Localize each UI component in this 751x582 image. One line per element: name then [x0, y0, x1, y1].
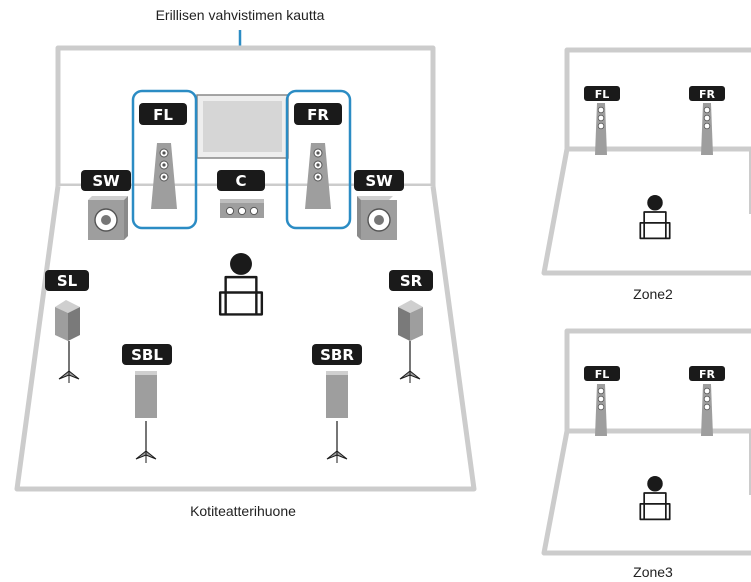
- sr-speaker: SR: [389, 270, 433, 384]
- sw-left-speaker: SW: [81, 170, 131, 240]
- speaker-tower-icon: [700, 384, 714, 436]
- fl-highlight-frame: [131, 89, 198, 230]
- zone2-walls: [541, 47, 751, 276]
- sw-right-label: SW: [365, 172, 393, 190]
- center-speaker: C: [217, 170, 265, 218]
- sbl-label: SBL: [131, 346, 163, 364]
- zone2-fl-badge: [584, 86, 620, 101]
- zone3-fr-label: FR: [699, 368, 716, 381]
- center-speaker-icon: [220, 199, 264, 218]
- zone3-fl-label: FL: [595, 368, 610, 381]
- surround-back-speaker-icon: [326, 371, 348, 418]
- subwoofer-icon: [88, 196, 128, 240]
- speaker-tower-icon: [700, 103, 714, 155]
- zone2-fr-badge: [689, 86, 725, 101]
- sl-speaker: SL: [45, 270, 89, 384]
- zone2-fl-label: FL: [595, 88, 610, 101]
- fl-speaker: FL: [139, 103, 187, 210]
- sbr-speaker: SBR: [312, 344, 362, 464]
- fl-label: FL: [153, 106, 173, 124]
- zone2-fr-label: FR: [699, 88, 716, 101]
- fr-highlight-frame: [285, 89, 352, 230]
- sl-label: SL: [57, 272, 78, 290]
- tv-icon: [196, 94, 289, 159]
- speaker-tower-icon: [594, 103, 608, 155]
- subwoofer-icon: [357, 196, 397, 240]
- zone2-caption: Zone2: [633, 286, 673, 302]
- surround-back-speaker-icon: [135, 371, 157, 418]
- zone3-fl-badge: [584, 366, 620, 381]
- external-amp-caption: Erillisen vahvistimen kautta: [156, 7, 325, 23]
- main-room: FL FR C SW: [14, 45, 477, 519]
- sr-label: SR: [400, 272, 423, 290]
- fr-speaker: FR: [294, 103, 342, 210]
- sw-right-speaker: SW: [354, 170, 404, 240]
- fr-label: FR: [307, 106, 329, 124]
- zone3-fr-badge: [689, 366, 725, 381]
- sbl-speaker: SBL: [122, 344, 172, 464]
- zone3-caption: Zone3: [633, 564, 673, 580]
- c-label: C: [235, 172, 246, 190]
- surround-speaker-icon: [55, 300, 80, 341]
- sbr-label: SBR: [320, 346, 354, 364]
- speaker-tower-icon: [594, 384, 608, 436]
- zone3-room: FL FR Zone3: [541, 328, 751, 580]
- surround-speaker-icon: [398, 300, 423, 341]
- zone2-room: FL FR Zone2: [541, 47, 751, 302]
- main-room-caption: Kotiteatterihuone: [190, 503, 296, 519]
- sw-left-label: SW: [92, 172, 120, 190]
